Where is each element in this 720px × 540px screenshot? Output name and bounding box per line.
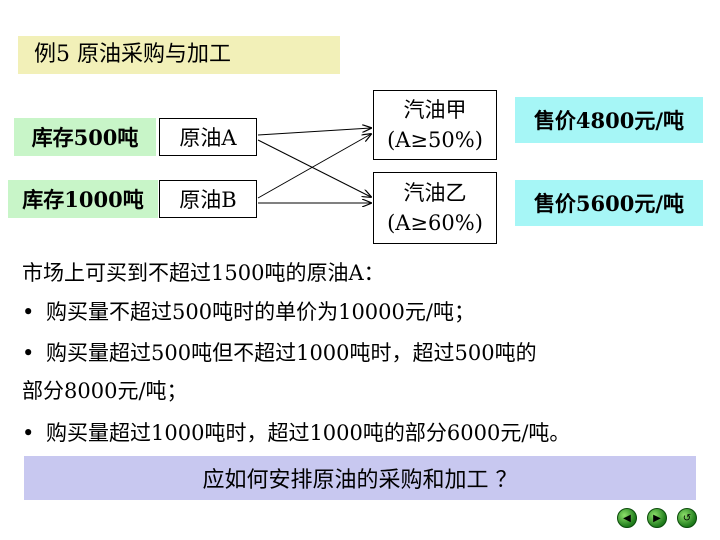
arrow-crude-a-to-gas-a bbox=[257, 128, 371, 136]
bullet: • bbox=[22, 300, 35, 324]
text-line-3: • 购买量超过500吨但不超过1000吨时，超过500吨的 bbox=[22, 338, 537, 368]
question-banner: 应如何安排原油的采购和加工 ？ bbox=[24, 456, 696, 500]
price-a-label: 售价4800元/吨 bbox=[515, 97, 703, 143]
text-line-2: • 购买量不超过500吨时的单价为10000元/吨； bbox=[22, 297, 475, 327]
stock-b-label: 库存1000吨 bbox=[8, 180, 158, 218]
return-icon[interactable]: ↺ bbox=[677, 508, 697, 528]
text-line-5: • 购买量超过1000吨时，超过1000吨的部分6000元/吨。 bbox=[22, 418, 570, 448]
text-line-2-content: 购买量不超过500吨时的单价为10000元/吨； bbox=[46, 300, 475, 324]
gasoline-b-name: 汽油乙 bbox=[403, 181, 467, 205]
price-b-label: 售价5600元/吨 bbox=[515, 180, 703, 226]
gasoline-a-box: 汽油甲 (A≥50%) bbox=[373, 90, 497, 160]
arrow-crude-a-to-gas-b bbox=[257, 139, 371, 197]
text-line-1: 市场上可买到不超过1500吨的原油A： bbox=[22, 261, 385, 285]
bullet: • bbox=[22, 421, 35, 445]
text-line-3-content: 购买量超过500吨但不超过1000吨时，超过500吨的 bbox=[46, 341, 537, 365]
page-title: 例5 原油采购与加工 bbox=[18, 36, 340, 74]
text-line-4: 部分8000元/吨； bbox=[22, 379, 188, 403]
crude-b-box: 原油B bbox=[159, 180, 257, 218]
arrow-crude-b-to-gas-a bbox=[257, 134, 371, 199]
gasoline-a-requirement: (A≥50%) bbox=[387, 128, 483, 152]
stock-a-label: 库存500吨 bbox=[14, 118, 156, 156]
bullet: • bbox=[22, 341, 35, 365]
crude-a-box: 原油A bbox=[159, 118, 257, 156]
text-line-5-content: 购买量超过1000吨时，超过1000吨的部分6000元/吨。 bbox=[46, 421, 571, 445]
gasoline-a-name: 汽油甲 bbox=[403, 98, 467, 122]
next-icon[interactable]: ▶ bbox=[647, 508, 667, 528]
prev-icon[interactable]: ◀ bbox=[617, 508, 637, 528]
gasoline-b-requirement: (A≥60%) bbox=[387, 211, 483, 235]
gasoline-b-box: 汽油乙 (A≥60%) bbox=[373, 172, 497, 244]
